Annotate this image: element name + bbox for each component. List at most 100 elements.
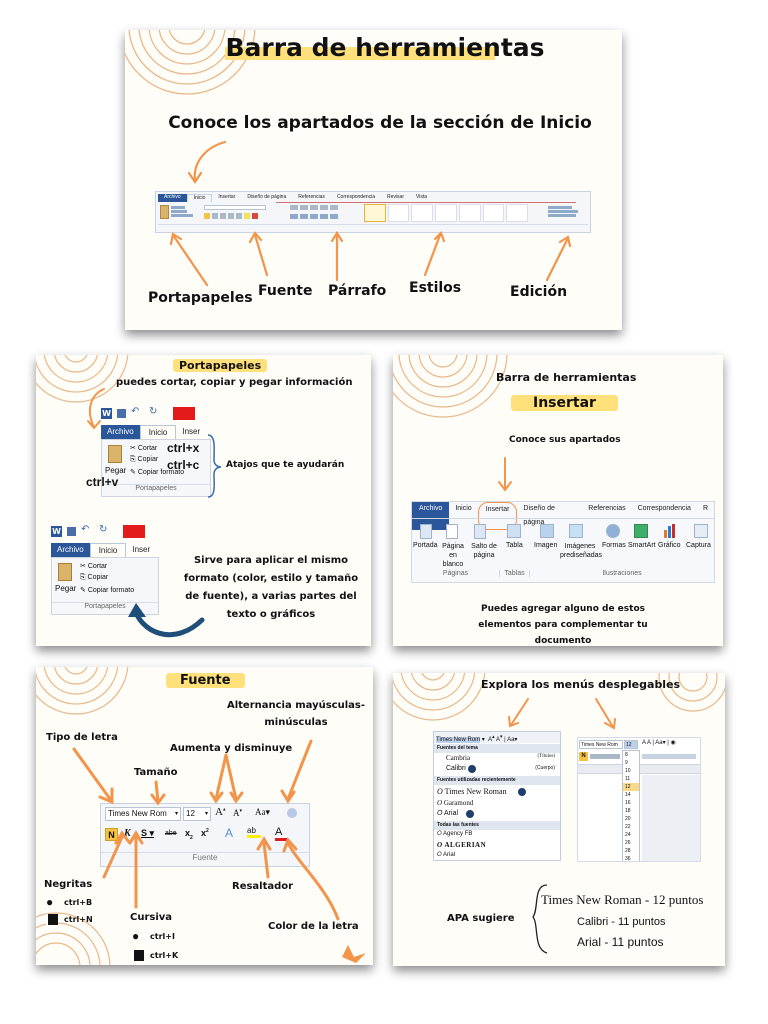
item-tabla[interactable]: Tabla (506, 542, 523, 549)
undo-icon[interactable]: ↶ (81, 524, 90, 535)
size-option[interactable]: 16 (625, 800, 631, 806)
tab-insertar[interactable]: Inser (132, 545, 151, 554)
size-option[interactable]: 9 (625, 760, 628, 766)
size-option[interactable]: 26 (625, 840, 631, 846)
save-icon[interactable] (67, 527, 76, 536)
size-option[interactable]: 10 (625, 768, 631, 774)
paste-icon[interactable] (160, 205, 169, 219)
text-effects-icon[interactable]: A (225, 826, 234, 840)
size-option[interactable]: 22 (625, 824, 631, 830)
item-salto[interactable]: Salto de página (471, 543, 497, 559)
grow-font-icon[interactable]: A▴ (215, 806, 226, 818)
underline-icon[interactable]: S ▾ (141, 828, 155, 838)
bold-icon[interactable]: N (105, 828, 118, 841)
size-list[interactable]: 8 9 10 11 12 14 16 18 20 22 24 26 28 36 (622, 750, 640, 862)
tab-correspondencia[interactable]: Correspondencia (336, 194, 376, 200)
font-option[interactable]: Calibri(Cuerpo) (446, 765, 555, 772)
tab-insertar[interactable]: Inser (182, 427, 201, 436)
image-icon[interactable] (540, 524, 554, 538)
font-option[interactable]: O Arial (437, 810, 459, 817)
item-imagen[interactable]: Imagen (534, 542, 558, 549)
size-option[interactable]: 8 (625, 752, 628, 758)
tab-diseno[interactable]: Diseño de página (247, 194, 287, 200)
tab-archivo[interactable]: Archivo (51, 543, 90, 557)
redo-icon[interactable]: ↻ (149, 406, 158, 417)
tab-referencias[interactable]: Referencias (298, 194, 325, 200)
shrink-font-icon[interactable]: A▾ (233, 808, 243, 818)
size-option[interactable]: 11 (625, 776, 631, 782)
size-option[interactable]: 14 (625, 792, 631, 798)
tab-diseno[interactable]: Diseño de página (523, 505, 555, 526)
cortar-item[interactable]: ✂ Cortar (130, 445, 158, 452)
item-smartart[interactable]: SmartArt (628, 542, 656, 549)
table-icon[interactable] (507, 524, 521, 538)
tab-archivo[interactable]: Archivo (101, 425, 140, 439)
screenshot-icon[interactable] (694, 524, 708, 538)
shapes-icon[interactable] (606, 524, 620, 538)
font-box[interactable]: Times New Rom (579, 740, 623, 749)
size-option[interactable]: 24 (625, 832, 631, 838)
item-grafico[interactable]: Gráfico (658, 542, 681, 549)
superscript-icon[interactable]: x2 (201, 828, 209, 838)
font-dropdown-box[interactable]: Times New Rom ▾ A▴ A▾ | Aa▾ (434, 732, 560, 743)
pegar-label[interactable]: Pegar (105, 466, 127, 475)
bold-icon[interactable]: N (579, 752, 588, 761)
font-option[interactable]: O Agency FB (437, 831, 473, 837)
italic-icon[interactable]: K (124, 828, 131, 839)
smartart-icon[interactable] (634, 524, 648, 538)
subscript-icon[interactable]: x2 (185, 828, 193, 841)
tab-inicio[interactable]: Inicio (455, 505, 472, 512)
portada-icon[interactable] (420, 524, 432, 539)
copiar-formato-item[interactable]: ✎ Copiar formato (130, 469, 185, 476)
tab-inicio[interactable]: Inicio (139, 425, 177, 439)
tab-insertar[interactable]: Insertar (218, 194, 236, 200)
page-break-icon[interactable] (474, 524, 486, 539)
clipart-icon[interactable] (569, 524, 583, 538)
font-option[interactable]: O Arial (437, 852, 456, 858)
tab-r[interactable]: R (702, 505, 708, 512)
tab-vista[interactable]: Vista (415, 194, 428, 200)
font-option[interactable]: O Times New Roman (437, 787, 507, 796)
tab-inicio[interactable]: Inicio (186, 194, 213, 202)
item-pagina-blanco[interactable]: Página en blanco (442, 543, 464, 568)
tab-correspondencia[interactable]: Correspondencia (637, 505, 691, 512)
paste-icon[interactable] (58, 563, 72, 581)
tab-inicio[interactable]: Inicio (89, 543, 127, 557)
blank-page-icon[interactable] (446, 524, 458, 539)
font-option[interactable]: O Garamond (437, 799, 474, 807)
paste-icon[interactable] (108, 445, 122, 463)
font-size-select[interactable]: 12▾ (183, 807, 211, 821)
styles-gallery[interactable] (364, 204, 529, 222)
copiar-formato-item[interactable]: ✎ Copiar formato (80, 587, 135, 594)
tab-insertar[interactable]: Insertar (477, 502, 518, 530)
chart-icon[interactable] (664, 524, 678, 538)
font-controls[interactable] (204, 205, 284, 221)
word-icon[interactable]: W (51, 526, 62, 537)
font-name-select[interactable]: Times New Rom▾ (105, 807, 181, 821)
paragraph-controls[interactable] (290, 205, 360, 221)
change-case-icon[interactable]: Aa▾ (255, 807, 271, 817)
copiar-item[interactable]: ⎘ Copiar (80, 574, 109, 581)
strikethrough-icon[interactable]: abe (165, 830, 177, 837)
word-icon[interactable]: W (101, 408, 112, 419)
tab-referencias[interactable]: Referencias (588, 505, 626, 512)
font-option[interactable]: Cambria(Títulos) (446, 754, 555, 762)
font-option[interactable]: O ALGERIAN (437, 841, 487, 849)
font-color-icon[interactable]: A (275, 826, 287, 841)
save-icon[interactable] (117, 409, 126, 418)
undo-icon[interactable]: ↶ (131, 406, 140, 417)
tab-archivo[interactable]: Archivo (158, 194, 187, 202)
tab-revisar[interactable]: Revisar (387, 194, 404, 200)
item-imagenes-predisenadas[interactable]: Imágenes prediseñadas (560, 543, 603, 559)
item-captura[interactable]: Captura (686, 542, 711, 549)
cortar-item[interactable]: ✂ Cortar (80, 563, 108, 570)
size-option[interactable]: 36 (625, 856, 631, 862)
item-portada[interactable]: Portada (413, 542, 438, 549)
size-box[interactable]: 12 (624, 740, 638, 749)
clear-format-icon[interactable] (287, 808, 297, 818)
pegar-label[interactable]: Pegar (55, 584, 77, 593)
item-formas[interactable]: Formas (602, 542, 626, 549)
redo-icon[interactable]: ↻ (99, 524, 108, 535)
size-option[interactable]: 28 (625, 848, 631, 854)
size-option[interactable]: 12 (623, 783, 639, 791)
